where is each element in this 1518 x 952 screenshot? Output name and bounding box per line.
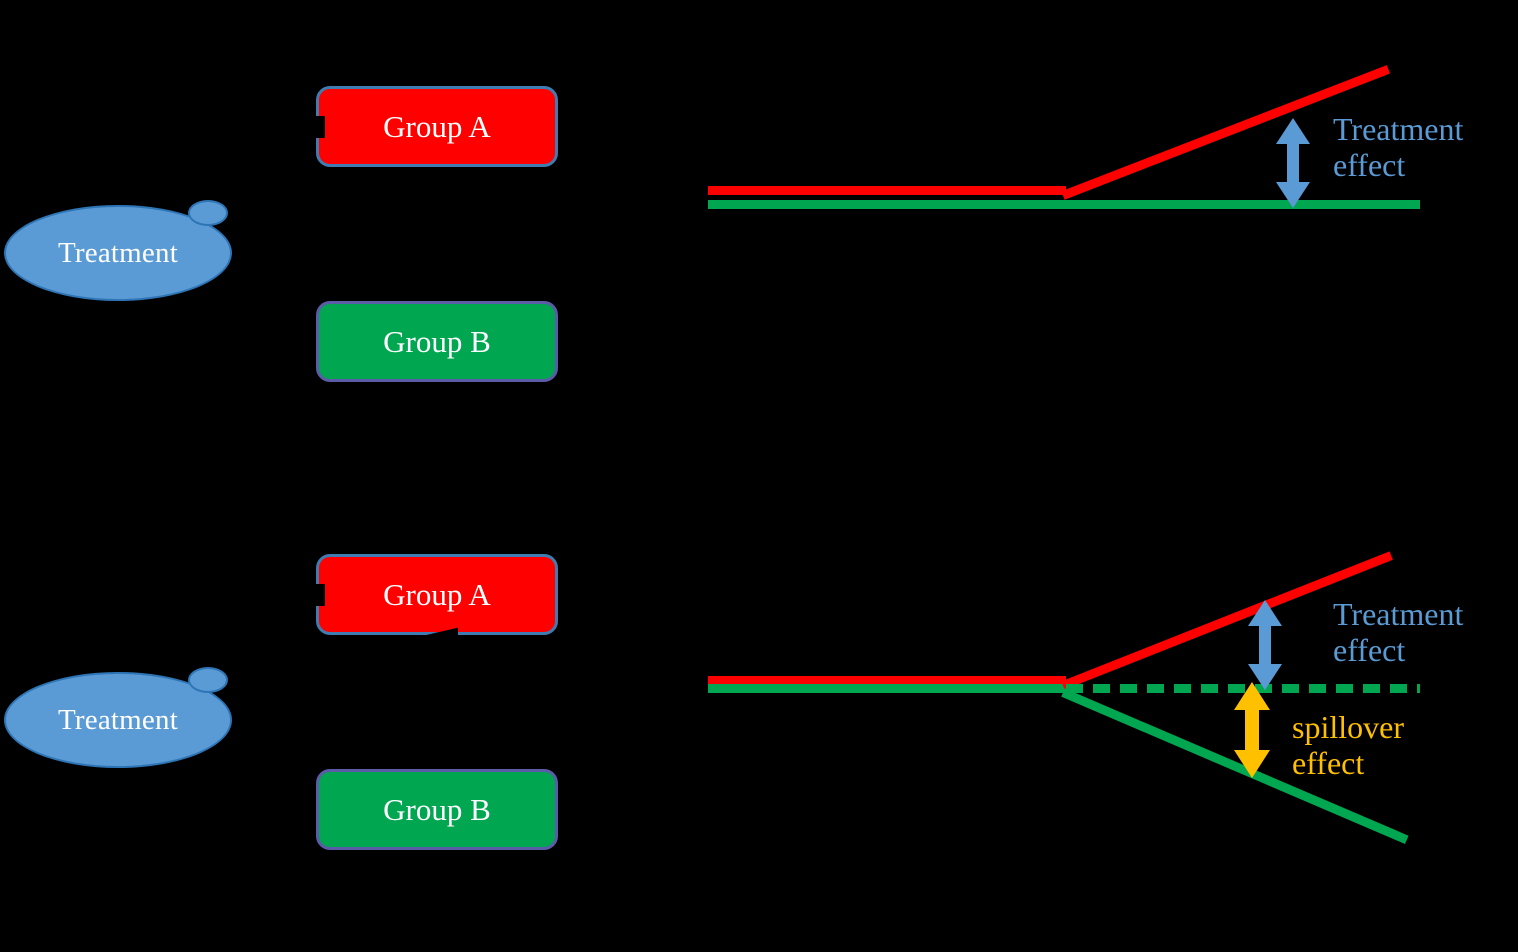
chart-top-group-a-flat-line [708,186,1066,195]
treatment-to-group-a-arrow-top [313,116,325,138]
group-a-box-top[interactable]: Group A [316,86,558,167]
treatment-ellipse-bottom-label: Treatment [58,703,178,736]
treatment-ellipse-top-bump [188,200,228,226]
chart-bottom-group-b-counterfactual-line [1066,684,1420,693]
spillover-effect-label: spillover effect [1292,709,1404,781]
chart-bottom-group-b-flat-line [708,684,1066,693]
treatment-ellipse-top-label: Treatment [58,236,178,269]
group-b-box-bottom[interactable]: Group B [316,769,558,850]
group-b-box-top-label: Group B [383,324,491,359]
treatment-to-group-a-arrow-bottom [313,584,325,606]
treatment-effect-arrow-top [1276,118,1310,208]
group-a-box-top-label: Group A [383,109,491,144]
spillover-effect-arrow [1234,682,1270,778]
group-a-box-bottom-label: Group A [383,577,491,612]
chart-bottom-group-a-flat-line [708,676,1066,685]
chart-top-group-b-line [708,200,1420,209]
group-b-box-bottom-label: Group B [383,792,491,827]
treatment-effect-label-top: Treatment effect [1333,111,1464,183]
group-b-box-top[interactable]: Group B [316,301,558,382]
treatment-ellipse-bottom-bump [188,667,228,693]
treatment-effect-arrow-bottom [1248,600,1282,690]
treatment-effect-label-bottom: Treatment effect [1333,596,1464,668]
group-a-box-bottom[interactable]: Group A [316,554,558,635]
